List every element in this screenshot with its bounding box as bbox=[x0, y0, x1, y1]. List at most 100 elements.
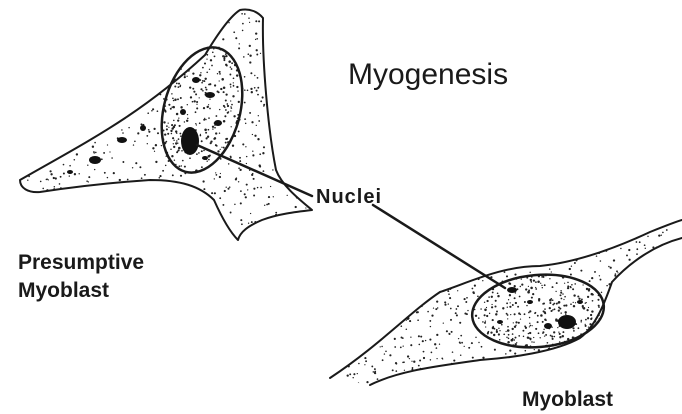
stipple-dot bbox=[479, 347, 482, 350]
stipple-dot bbox=[185, 176, 187, 178]
stipple-dot bbox=[57, 216, 58, 217]
stipple-dot bbox=[97, 202, 99, 204]
stipple-dot bbox=[478, 248, 479, 249]
stipple-dot bbox=[359, 386, 361, 388]
stipple-dot bbox=[557, 366, 559, 368]
stipple-dot bbox=[206, 58, 207, 59]
stipple-dot bbox=[148, 129, 150, 131]
stipple-dot bbox=[102, 45, 103, 46]
stipple-dot bbox=[404, 386, 406, 388]
stipple-dot bbox=[429, 320, 431, 322]
stipple-dot bbox=[263, 170, 265, 172]
stipple-dot bbox=[419, 261, 420, 262]
stipple-dot bbox=[416, 287, 418, 289]
stipple-dot bbox=[303, 111, 304, 112]
stipple-dot bbox=[327, 324, 329, 326]
stipple-dot bbox=[499, 330, 500, 331]
stipple-dot bbox=[340, 266, 342, 268]
stipple-dot bbox=[290, 231, 291, 232]
stipple-dot bbox=[264, 47, 265, 48]
stipple-dot bbox=[174, 59, 175, 60]
stipple-dot bbox=[529, 332, 531, 334]
stipple-dot bbox=[647, 358, 649, 360]
stipple-dot bbox=[507, 307, 508, 308]
stipple-dot bbox=[502, 307, 504, 309]
stipple-dot bbox=[409, 375, 411, 377]
stipple-dot bbox=[449, 258, 450, 259]
stipple-dot bbox=[32, 227, 34, 229]
stipple-dot bbox=[304, 224, 306, 226]
stipple-dot bbox=[197, 215, 198, 216]
stipple-dot bbox=[406, 328, 408, 330]
stipple-dot bbox=[364, 288, 366, 290]
stipple-dot bbox=[245, 123, 246, 124]
stipple-dot bbox=[156, 36, 158, 38]
stipple-dot bbox=[29, 52, 31, 54]
stipple-dot bbox=[586, 302, 587, 303]
stipple-dot bbox=[195, 123, 196, 124]
stipple-dot bbox=[616, 332, 618, 334]
stipple-dot bbox=[133, 50, 135, 52]
stipple-dot bbox=[469, 237, 471, 239]
stipple-dot bbox=[81, 99, 83, 101]
stipple-dot bbox=[260, 100, 262, 102]
stipple-dot bbox=[224, 13, 226, 15]
stipple-dot bbox=[216, 232, 218, 234]
stipple-dot bbox=[511, 384, 513, 386]
stipple-dot bbox=[24, 90, 26, 92]
stipple-dot bbox=[202, 180, 204, 182]
stipple-dot bbox=[355, 312, 357, 314]
stipple-dot bbox=[208, 129, 210, 131]
stipple-dot bbox=[160, 101, 162, 103]
stipple-dot bbox=[568, 357, 570, 359]
stipple-dot bbox=[122, 161, 124, 163]
stipple-dot bbox=[98, 230, 100, 232]
stipple-dot bbox=[246, 163, 247, 164]
stipple-dot bbox=[74, 95, 76, 97]
stipple-dot bbox=[573, 294, 575, 296]
stipple-dot bbox=[606, 285, 608, 287]
stipple-dot bbox=[153, 201, 155, 203]
stipple-dot bbox=[506, 313, 508, 315]
stipple-dot bbox=[305, 207, 306, 208]
stipple-dot bbox=[163, 121, 165, 123]
stipple-dot bbox=[387, 387, 389, 389]
stipple-dot bbox=[62, 8, 64, 10]
stipple-dot bbox=[196, 104, 197, 105]
stipple-dot bbox=[151, 11, 152, 12]
stipple-dot bbox=[157, 110, 159, 112]
stipple-dot bbox=[477, 348, 480, 351]
stipple-dot bbox=[59, 143, 61, 145]
stipple-dot bbox=[20, 138, 22, 140]
stipple-dot bbox=[244, 89, 246, 91]
stipple-dot bbox=[547, 230, 549, 232]
stipple-dot bbox=[431, 249, 433, 251]
stipple-dot bbox=[154, 224, 156, 226]
stipple-dot bbox=[34, 215, 36, 217]
stipple-dot bbox=[227, 46, 228, 47]
stipple-dot bbox=[244, 13, 246, 15]
stipple-dot bbox=[75, 104, 76, 105]
stipple-dot bbox=[256, 90, 258, 92]
stipple-dot bbox=[287, 147, 289, 149]
stipple-dot bbox=[604, 357, 605, 358]
stipple-dot bbox=[665, 380, 667, 382]
stipple-dot bbox=[242, 23, 244, 25]
stipple-dot bbox=[56, 83, 58, 85]
stipple-dot bbox=[72, 21, 73, 22]
stipple-dot bbox=[152, 55, 153, 56]
stipple-dot bbox=[165, 46, 167, 48]
stipple-dot bbox=[469, 258, 471, 260]
stipple-dot bbox=[100, 108, 101, 109]
stipple-dot bbox=[453, 360, 455, 362]
stipple-dot bbox=[363, 313, 365, 315]
stipple-dot bbox=[421, 222, 423, 224]
stipple-dot bbox=[57, 10, 59, 12]
stipple-dot bbox=[61, 50, 63, 52]
stipple-dot bbox=[259, 166, 261, 168]
stipple-dot bbox=[372, 336, 374, 338]
stipple-dot bbox=[597, 299, 599, 301]
stipple-dot bbox=[135, 33, 136, 34]
stipple-dot bbox=[552, 286, 554, 288]
stipple-dot bbox=[549, 278, 550, 279]
